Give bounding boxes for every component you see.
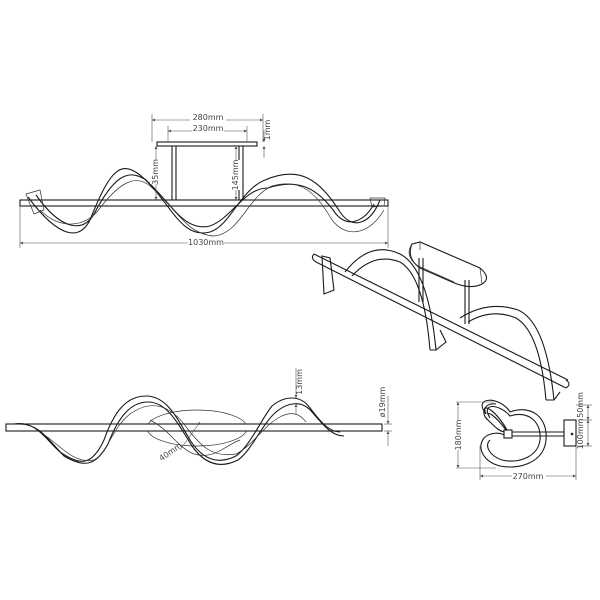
dim-rod-left: 35mm <box>151 159 160 185</box>
dim-height-a: 50mm <box>576 392 585 418</box>
main-bar <box>19 199 389 207</box>
perspective-bar <box>311 253 570 389</box>
side-loop-ribbon <box>480 399 547 468</box>
side-dimensions: 180mm 270mm 50mm 100mm <box>452 392 592 481</box>
front-view: 280mm 230mm 1mm 35mm 145mm 1030mm <box>19 112 389 248</box>
perspective-ribbons <box>321 249 561 401</box>
wave-ribbon <box>25 168 386 237</box>
dim-canopy-thickness: 1mm <box>263 119 272 140</box>
dim-total-height: 180mm <box>454 419 463 450</box>
front-dimensions: 280mm 230mm 1mm 35mm 145mm 1030mm <box>19 112 389 248</box>
top-bar <box>5 423 383 432</box>
dim-bar-diameter: ø19mm <box>378 386 387 417</box>
side-canopy <box>563 419 577 447</box>
side-view: 180mm 270mm 50mm 100mm <box>452 392 592 481</box>
dim-height-b: 100mm <box>576 418 585 449</box>
top-wave-ribbon <box>13 395 345 465</box>
top-dimensions: 13mm ø19mm 40mm <box>157 368 392 463</box>
dim-total-length: 1030mm <box>188 238 224 247</box>
dim-ribbon-height: 13mm <box>295 369 304 395</box>
perspective-view <box>311 241 570 401</box>
top-view: 13mm ø19mm 40mm <box>5 368 392 465</box>
dim-canopy-inner: 230mm <box>193 124 224 133</box>
dim-depth: 270mm <box>513 472 544 481</box>
dim-canopy-outer: 280mm <box>193 113 224 122</box>
dim-rod-right: 145mm <box>231 159 240 190</box>
canopy <box>156 141 258 147</box>
dim-ribbon-width: 40mm <box>157 441 183 463</box>
perspective-rods <box>418 258 470 324</box>
perspective-canopy <box>408 241 488 288</box>
